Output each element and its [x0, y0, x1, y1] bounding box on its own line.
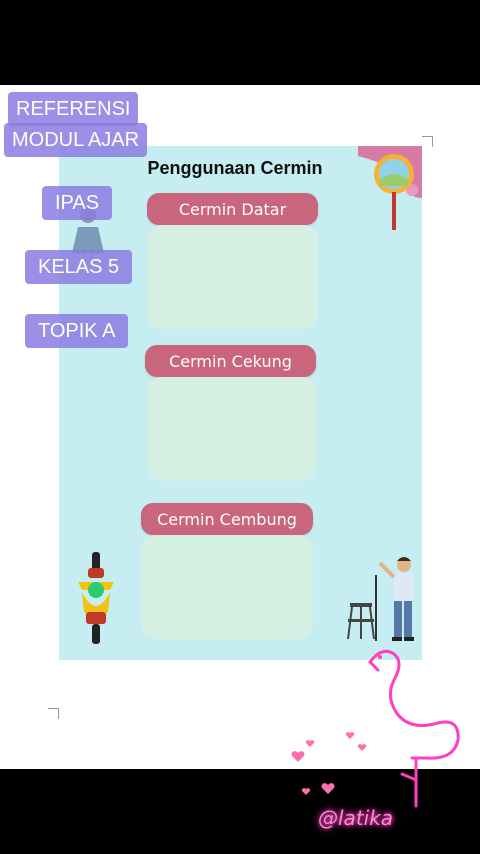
- mirror-icon: [358, 146, 422, 230]
- tag-modul-ajar: MODUL AJAR: [4, 123, 148, 157]
- crop-mark-top-right: [422, 136, 433, 147]
- section-label-cermin-cekung: Cermin Cekung: [145, 345, 316, 377]
- crop-mark-bottom-left: [48, 708, 59, 719]
- tag-ipas: IPAS: [42, 186, 113, 220]
- answer-box-cermin-cembung: [141, 535, 313, 639]
- answer-box-cermin-cekung: [147, 377, 317, 481]
- motorcycle-illustration: [78, 552, 114, 644]
- tag-topik: TOPIK A: [25, 314, 129, 348]
- tag-kelas: KELAS 5: [25, 250, 133, 284]
- section-label-cermin-cembung: Cermin Cembung: [141, 503, 313, 535]
- creator-watermark: @latika: [318, 806, 394, 830]
- boy-singer-illustration: [347, 557, 414, 641]
- section-label-cermin-datar: Cermin Datar: [147, 193, 318, 225]
- flamingo-icon: [368, 649, 460, 808]
- heart-icon: [291, 732, 367, 795]
- answer-box-cermin-datar: [147, 225, 318, 329]
- worksheet-title: Penggunaan Cermin: [147, 158, 323, 178]
- tag-referensi: REFERENSI: [8, 92, 139, 126]
